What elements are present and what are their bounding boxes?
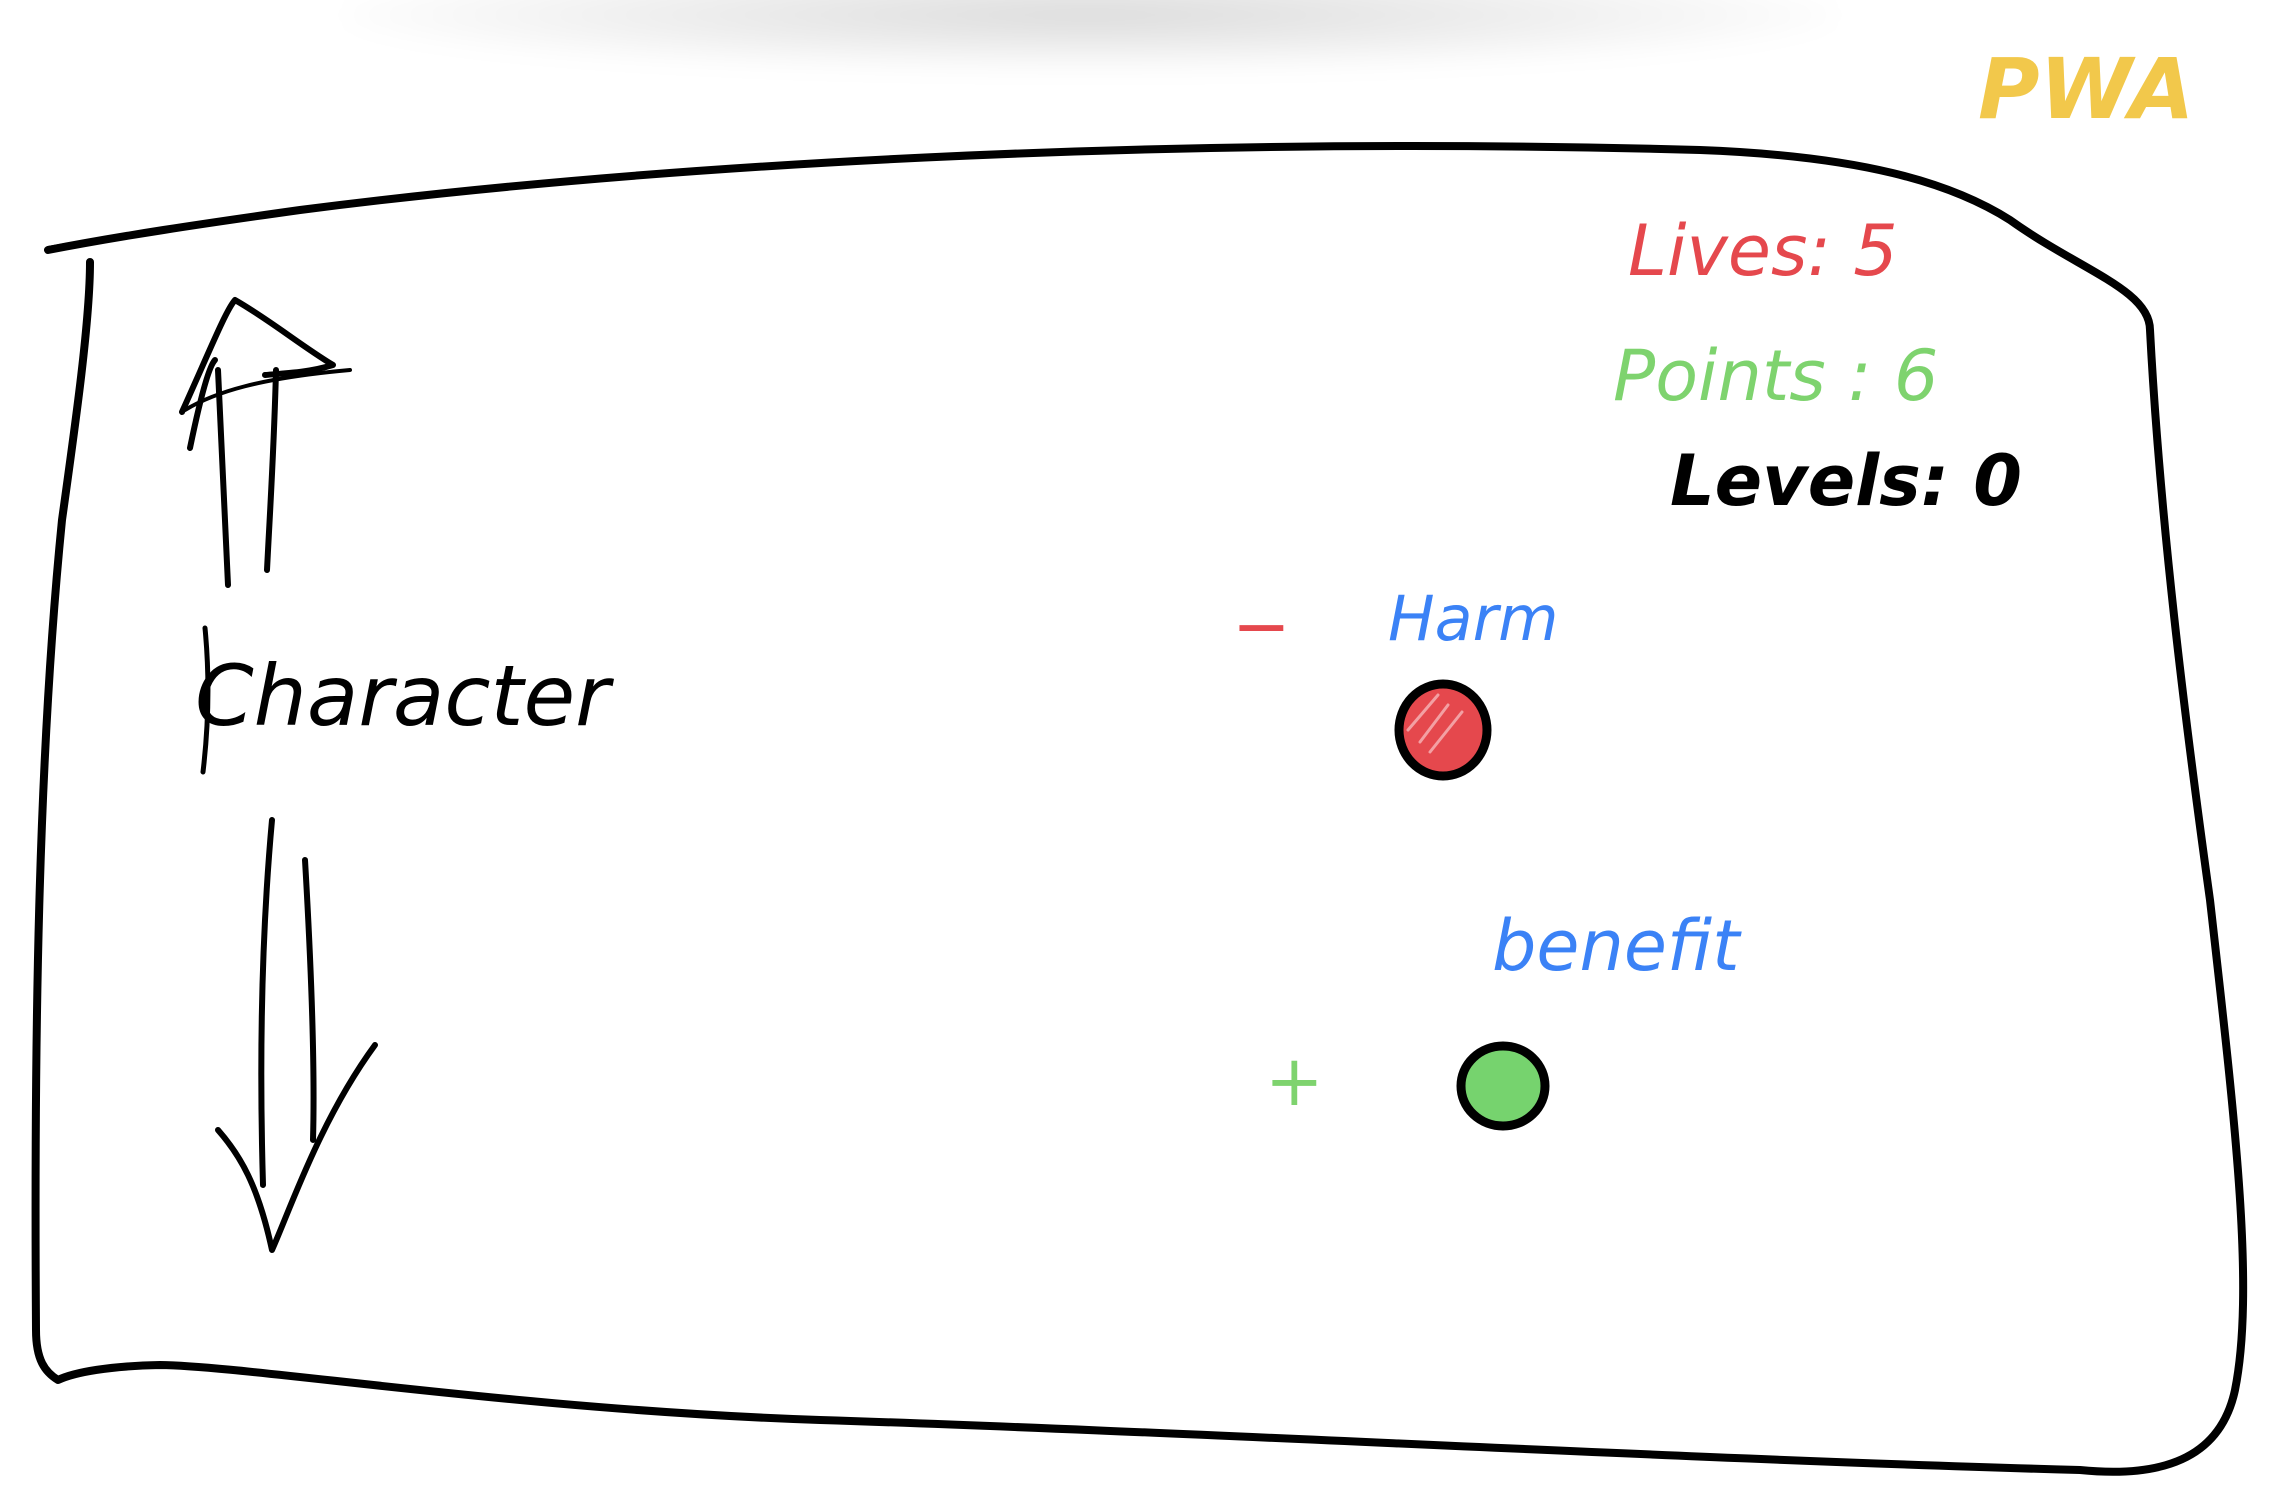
red-dot-icon (1394, 679, 1492, 781)
lives-counter: Lives: 5 (1628, 210, 1898, 292)
double-arrow-up-icon (179, 297, 352, 588)
levels-counter: Levels: 0 (1670, 440, 2022, 522)
frame-top-stroke-accent (46, 196, 402, 250)
benefit-label: benefit (1492, 905, 1742, 987)
points-counter: Points : 6 (1613, 335, 1938, 417)
green-dot-icon (1456, 1041, 1550, 1131)
character-label: Character (195, 647, 614, 745)
harm-sign: − (1232, 585, 1291, 667)
game-screen-frame (31, 142, 2248, 1476)
harm-label: Harm (1388, 582, 1559, 655)
double-arrow-down-icon (215, 817, 378, 1253)
character-label-strike (200, 625, 211, 775)
pwa-title: PWA (1978, 40, 2194, 138)
benefit-sign: + (1265, 1040, 1324, 1122)
